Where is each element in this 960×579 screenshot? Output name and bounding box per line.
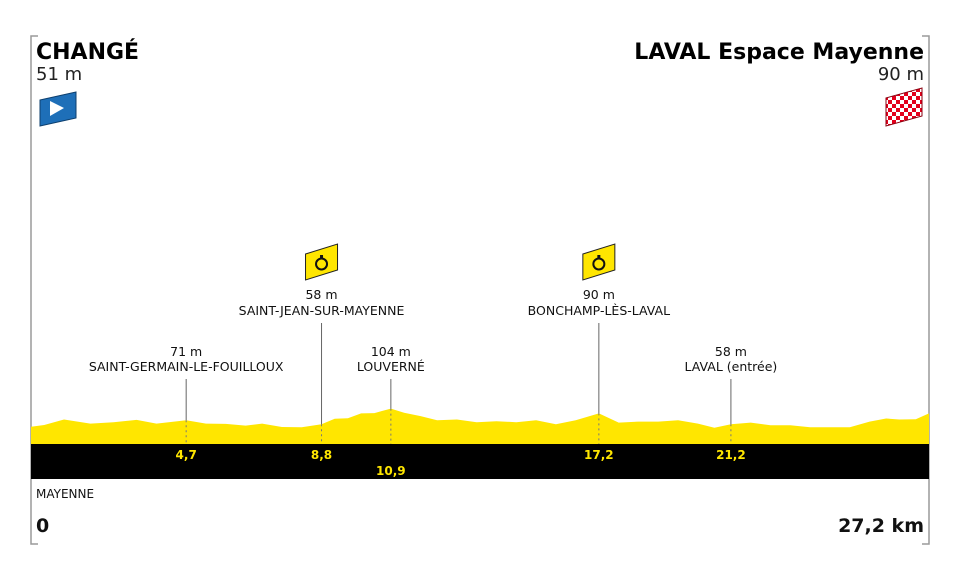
km-label-2: 10,9: [376, 464, 406, 478]
start-name: CHANGÉ: [36, 39, 139, 65]
point-altitude-3: 90 m: [583, 287, 615, 302]
point-altitude-2: 104 m: [371, 344, 411, 359]
start-altitude: 51 m: [36, 64, 82, 85]
point-name-0: SAINT-GERMAIN-LE-FOUILLOUX: [89, 359, 284, 374]
stopwatch-icon: [305, 243, 339, 281]
elevation-area: [31, 408, 929, 444]
km-band: [31, 444, 929, 479]
finish-altitude: 90 m: [878, 64, 924, 85]
point-name-2: LOUVERNÉ: [357, 359, 425, 374]
finish-name: LAVAL Espace Mayenne: [634, 40, 924, 65]
point-altitude-1: 58 m: [305, 287, 337, 302]
point-altitude-0: 71 m: [170, 344, 202, 359]
point-name-1: SAINT-JEAN-SUR-MAYENNE: [239, 303, 405, 318]
km-label-0: 4,7: [176, 448, 197, 462]
start-flag-icon: [39, 91, 77, 127]
stopwatch-icon: [582, 243, 616, 281]
km-label-3: 17,2: [584, 448, 614, 462]
axis-start-label: 0: [36, 515, 49, 537]
point-name-4: LAVAL (entrée): [685, 359, 778, 374]
region-label: MAYENNE: [36, 487, 94, 501]
axis-end-label: 27,2 km: [838, 515, 924, 537]
km-label-1: 8,8: [311, 448, 332, 462]
point-altitude-4: 58 m: [715, 344, 747, 359]
km-label-4: 21,2: [716, 448, 746, 462]
finish-flag-icon: [885, 87, 923, 127]
frame: [30, 35, 930, 545]
point-name-3: BONCHAMP-LÈS-LAVAL: [528, 303, 670, 318]
